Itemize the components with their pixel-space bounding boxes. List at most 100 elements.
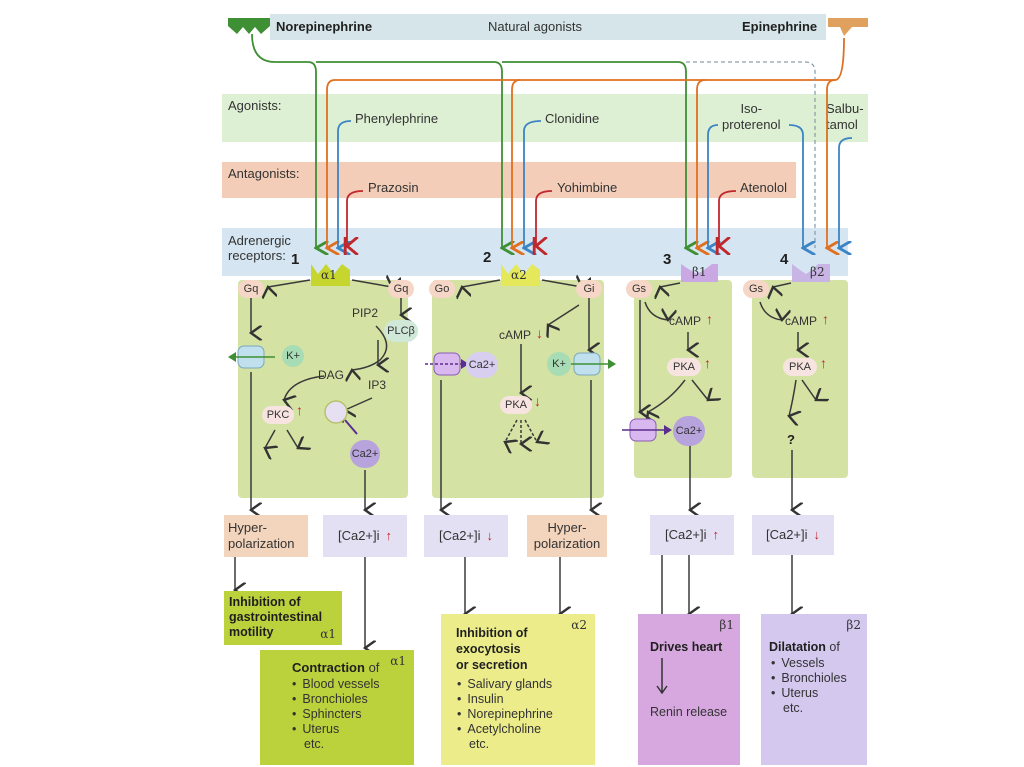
receptors-label: Adrenergic receptors: <box>228 233 291 263</box>
calcium-up-alpha1: [Ca2+]i ↑ <box>323 515 407 557</box>
agonist-isoproterenol: Iso- proterenol <box>722 101 781 132</box>
norepinephrine-icon <box>228 18 270 34</box>
epinephrine-icon <box>828 18 868 36</box>
camp-up-arrow-cell4: ↑ <box>822 311 829 327</box>
effect-gi-motility-title: Inhibition of gastrointestinal motility <box>229 595 323 639</box>
antagonist-yohimbine: Yohimbine <box>557 180 618 195</box>
pip2-label: PIP2 <box>352 306 379 320</box>
up-arrow-icon: ↑ <box>712 527 720 542</box>
cell-beta2 <box>752 280 848 478</box>
calcium-label: [Ca2+]i <box>438 528 481 543</box>
hyperpolarization-alpha2: Hyper- polarization <box>527 515 607 557</box>
effect-heart: Drives heart Renin release β1 <box>638 614 740 765</box>
list-item: Vessels <box>781 656 867 671</box>
list-item: Norepinephrine <box>467 707 595 722</box>
effect-contraction-tag: α1 <box>390 654 406 668</box>
g-protein-gq-left: Gq <box>238 280 264 298</box>
cell-alpha2 <box>432 280 604 498</box>
agonist-phenylephrine: Phenylephrine <box>355 111 439 126</box>
receptor-4-number: 4 <box>780 251 789 268</box>
pka-label-cell4: PKA <box>783 358 817 376</box>
receptor-beta2: β2 <box>810 265 825 279</box>
g-protein-gi: Gi <box>576 280 602 298</box>
renin-arrow <box>656 658 668 695</box>
effect-heart-title: Drives heart <box>650 640 723 654</box>
pkc-up-arrow: ↑ <box>296 402 303 418</box>
agonists-label: Agonists: <box>228 98 282 113</box>
camp-down-arrow-cell2: ↓ <box>536 325 543 341</box>
antagonists-band <box>222 162 796 198</box>
epinephrine-label: Epinephrine <box>742 19 818 34</box>
calcium-down-alpha2: [Ca2+]i ↓ <box>424 515 508 557</box>
effect-exocytosis-list: Salivary glands Insulin Norepinephrine A… <box>441 677 595 737</box>
pka-label-cell3: PKA <box>667 358 701 376</box>
pka-up-arrow-cell3: ↑ <box>704 355 711 371</box>
camp-label-cell4: cAMP <box>785 314 818 328</box>
pkc-label: PKC <box>262 406 294 424</box>
hyperpolarization-alpha1: Hyper- polarization <box>224 515 308 557</box>
list-item: Blood vessels <box>302 677 414 692</box>
pka-down-arrow-cell2: ↓ <box>534 393 541 409</box>
down-arrow-icon: ↓ <box>813 527 821 542</box>
natural-agonists-label: Natural agonists <box>488 19 582 34</box>
ca-ion-cell3: Ca2+ <box>673 416 705 446</box>
antagonists-label: Antagonists: <box>228 166 300 181</box>
g-protein-gs-beta1: Gs <box>626 280 652 298</box>
ca-ion-cell1: Ca2+ <box>350 440 380 468</box>
receptor-2-number: 2 <box>483 249 492 266</box>
norepinephrine-label: Norepinephrine <box>276 19 373 34</box>
effect-gi-motility-tag: α1 <box>320 627 336 641</box>
ip3-label: IP3 <box>368 378 387 392</box>
camp-up-arrow-cell3: ↑ <box>706 311 713 327</box>
agonist-salbutamol: Salbu- tamol <box>826 101 864 132</box>
antagonist-atenolol: Atenolol <box>740 180 787 195</box>
camp-label-cell3: cAMP <box>669 314 702 328</box>
receptor-alpha1: α1 <box>321 268 337 282</box>
list-item: Bronchioles <box>302 692 414 707</box>
effect-dilatation-title: Dilatation of <box>769 640 840 654</box>
list-item: Bronchioles <box>781 671 867 686</box>
etc-label: etc. <box>469 737 490 751</box>
list-item: Insulin <box>467 692 595 707</box>
k-ion-cell1: K+ <box>282 345 304 367</box>
pka-label-cell2: PKA <box>500 396 532 414</box>
effect-dilatation-list: Vessels Bronchioles Uterus <box>761 656 867 701</box>
list-item: Uterus <box>302 722 414 737</box>
effect-exocytosis: Inhibition of exocytosis or secretion Sa… <box>441 614 595 765</box>
calcium-label: [Ca2+]i <box>664 527 707 542</box>
agonist-clonidine: Clonidine <box>545 111 600 126</box>
k-ion-cell2: K+ <box>547 352 571 376</box>
dag-label: DAG <box>318 368 345 382</box>
effect-heart-tag: β1 <box>719 618 734 632</box>
list-item: Acetylcholine <box>467 722 595 737</box>
effect-heart-sub: Renin release <box>650 705 728 719</box>
camp-label-cell2: cAMP <box>499 328 532 342</box>
g-protein-gq-right: Gq <box>388 280 414 298</box>
effect-contraction-list: Blood vessels Bronchioles Sphincters Ute… <box>260 677 414 737</box>
etc-label: etc. <box>304 737 325 751</box>
list-item: Uterus <box>781 686 867 701</box>
effect-contraction: Contraction of Blood vessels Bronchioles… <box>260 650 414 765</box>
down-arrow-icon: ↓ <box>486 528 494 543</box>
effect-dilatation-tag: β2 <box>846 618 861 632</box>
list-item: Salivary glands <box>467 677 595 692</box>
g-protein-gs-beta2: Gs <box>743 280 769 298</box>
effect-exocytosis-tag: α2 <box>571 618 587 632</box>
effect-exocytosis-title: Inhibition of exocytosis or secretion <box>456 626 528 672</box>
pka-up-arrow-cell4: ↑ <box>820 355 827 371</box>
cell-alpha1 <box>238 280 408 498</box>
receptor-3-number: 3 <box>663 251 672 268</box>
effect-contraction-title: Contraction of <box>292 660 380 675</box>
calcium-up-beta1: [Ca2+]i ↑ <box>650 515 734 555</box>
receptor-beta1: β1 <box>692 265 707 279</box>
calcium-label: [Ca2+]i <box>765 527 808 542</box>
antagonist-prazosin: Prazosin <box>368 180 419 195</box>
up-arrow-icon: ↑ <box>385 528 393 543</box>
calcium-down-beta2: [Ca2+]i ↓ <box>752 515 834 555</box>
calcium-label: [Ca2+]i <box>337 528 380 543</box>
list-item: Sphincters <box>302 707 414 722</box>
receptor-1-number: 1 <box>291 251 300 268</box>
unknown-mechanism: ? <box>787 432 795 447</box>
effect-gi-motility: Inhibition of gastrointestinal motility … <box>224 591 342 645</box>
